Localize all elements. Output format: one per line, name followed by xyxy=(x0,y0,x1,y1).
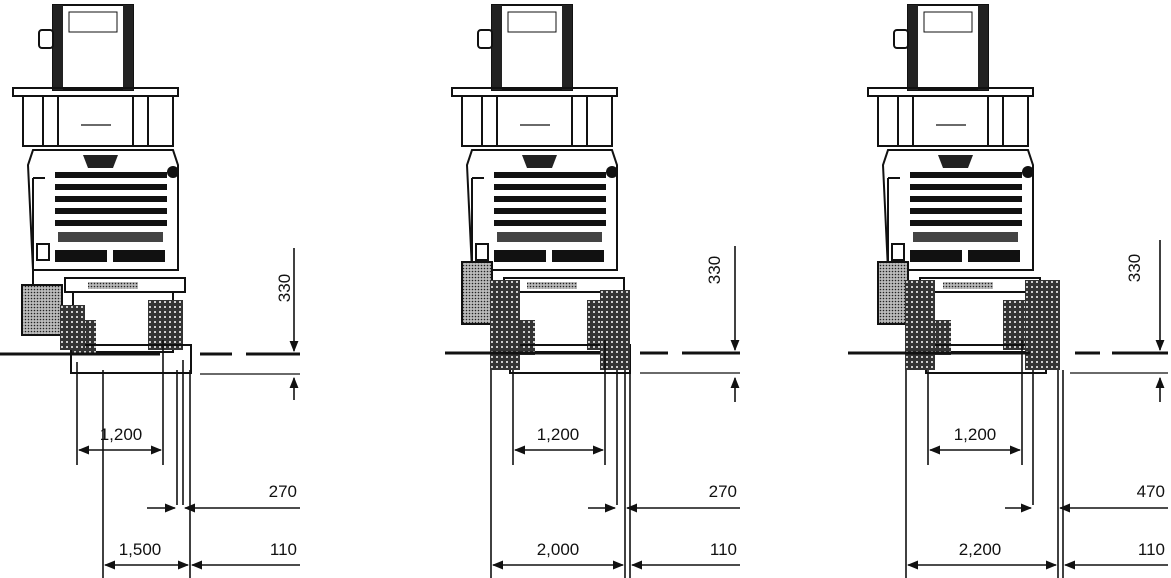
dim-label-side-gap: 470 xyxy=(1137,482,1165,501)
dim-label-inner-width: 1,200 xyxy=(537,425,580,444)
dim-label-vertical: 330 xyxy=(1125,254,1144,282)
panel-right: 330 1,200 470 2,200 110 xyxy=(848,4,1168,578)
dim-label-vertical: 330 xyxy=(705,256,724,284)
dim-label-vertical: 330 xyxy=(275,274,294,302)
panel-middle: 330 1,200 270 2,000 110 xyxy=(445,4,740,578)
panel-left: 330 1,200 270 1,500 110 xyxy=(0,4,300,578)
dim-label-right-offset: 110 xyxy=(270,540,297,559)
dim-label-overall-width: 2,200 xyxy=(959,540,1002,559)
dim-label-inner-width: 1,200 xyxy=(100,425,143,444)
dim-label-side-gap: 270 xyxy=(709,482,737,501)
dim-label-right-offset: 110 xyxy=(1138,540,1165,559)
dim-label-right-offset: 110 xyxy=(710,540,737,559)
dim-label-overall-width: 2,000 xyxy=(537,540,580,559)
dim-label-side-gap: 270 xyxy=(269,482,297,501)
dim-label-overall-width: 1,500 xyxy=(119,540,162,559)
dim-label-inner-width: 1,200 xyxy=(954,425,997,444)
